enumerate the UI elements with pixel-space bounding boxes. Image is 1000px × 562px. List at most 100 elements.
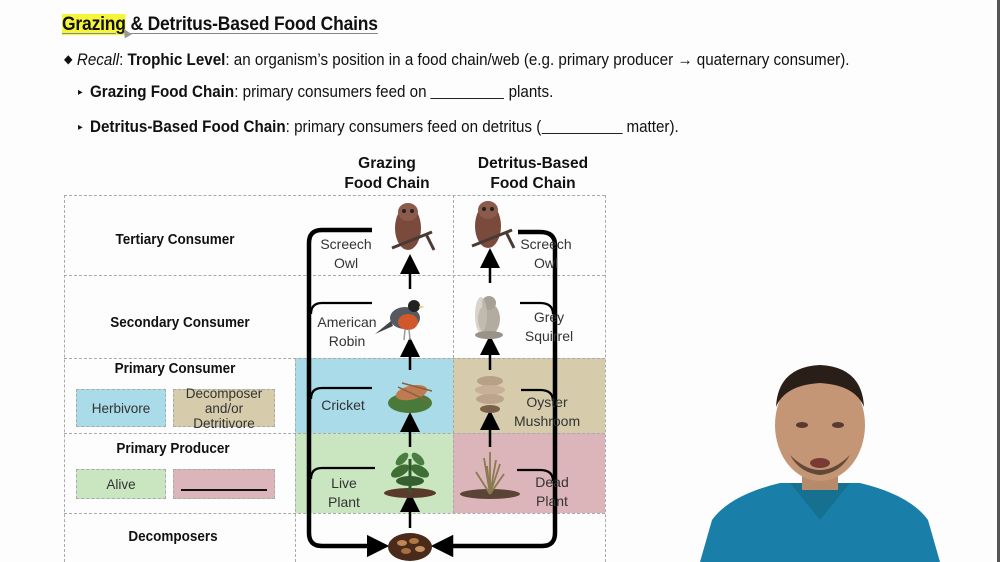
grid-line (64, 513, 605, 514)
organism-label-cricket: Cricket (318, 396, 368, 415)
bullet-icon: ▸ (78, 87, 83, 98)
bracket-tick (309, 466, 375, 480)
grid-line (64, 433, 605, 434)
organism-label-grey-squirrel: Grey Squirrel (520, 308, 578, 346)
dead-cell (453, 433, 605, 513)
detritus-text-before: : primary consumers feed on detritus ( (285, 118, 542, 136)
detritus-cycle-line (430, 229, 558, 558)
bullet-icon: ▸ (78, 122, 83, 133)
fill-in-blank (541, 121, 623, 134)
grid-line (453, 195, 454, 513)
label-line: Plant (328, 494, 360, 510)
row-label-secondary: Secondary Consumer (110, 315, 250, 331)
legend-label: and/or Detritivore (193, 400, 255, 431)
detritus-column-header: Detritus-Based Food Chain (462, 154, 604, 194)
label-line: Screech (320, 236, 372, 252)
cricket-icon (388, 382, 433, 413)
bracket-tick (521, 388, 555, 402)
owl-icon (471, 201, 516, 249)
grazing-text-after: plants. (504, 83, 554, 101)
presenter-video (700, 365, 940, 562)
grazing-bullet: ▸ Grazing Food Chain: primary consumers f… (78, 83, 553, 102)
bracket-tick (309, 301, 372, 315)
grid-line (64, 275, 605, 276)
bracket-tick (520, 301, 555, 315)
fill-in-blank (430, 86, 505, 99)
presenter-hair (776, 365, 864, 407)
grid-line (605, 195, 606, 562)
title-highlight: Grazing (62, 14, 126, 35)
organism-label-live-plant: Live Plant (318, 474, 370, 512)
label-line: Grey (533, 309, 565, 325)
grid-line (64, 195, 65, 562)
header-line: Food Chain (490, 175, 576, 192)
label-line: Squirrel (524, 328, 574, 344)
detritus-term: Detritus-Based Food Chain (89, 118, 286, 136)
slide-title: Grazing & Detritus-Based Food Chains (62, 14, 378, 36)
label-line: Live (331, 475, 357, 491)
legend-decomposer: Decomposer and/or Detritivore (173, 385, 275, 431)
organism-label-screech-owl: Screech Owl (318, 235, 374, 273)
header-line: Detritus-Based (477, 155, 589, 172)
decomposer-cell (453, 358, 605, 433)
title-rest: & Detritus-Based Food Chains (125, 14, 378, 35)
label-line: Robin (328, 333, 366, 349)
row-label-primary-consumer: Primary Consumer (114, 361, 236, 377)
header-line: Grazing (358, 155, 416, 172)
label-line: Oyster (526, 394, 568, 410)
grazing-text-before: : primary consumers feed on (234, 83, 431, 101)
label-line: Plant (536, 493, 568, 509)
legend-label: Alive (106, 476, 136, 492)
grid-line (295, 358, 296, 562)
legend-herbivore: Herbivore (76, 389, 166, 427)
grid-line (64, 195, 605, 196)
detritus-text-after: matter). (622, 118, 679, 136)
trophic-level-term: Trophic Level (127, 51, 226, 69)
mushroom-icon (475, 376, 505, 413)
diamond-bullet-icon: ◆ (64, 52, 73, 66)
detritus-bullet: ▸ Detritus-Based Food Chain: primary cons… (78, 118, 679, 137)
legend-label: Decomposer (185, 385, 263, 401)
presenter-face (775, 369, 865, 481)
label-line: Owl (333, 255, 359, 271)
bracket-tick (517, 468, 555, 482)
presenter-shirt (700, 483, 940, 562)
label-line: Owl (533, 255, 559, 271)
row-label-primary-producer: Primary Producer (116, 441, 230, 457)
header-line: Food Chain (344, 175, 430, 192)
fill-in-blank (181, 489, 267, 491)
label-line: American (317, 314, 377, 330)
legend-dead-blank (173, 469, 275, 499)
label-line: Mushroom (514, 413, 581, 429)
recall-label: Recall (76, 51, 120, 69)
recall-text: : an organism’s position in a food chain… (225, 51, 850, 69)
grazing-term: Grazing Food Chain (89, 83, 235, 101)
label-line: Cricket (321, 397, 365, 413)
dead-plant-icon (460, 452, 520, 499)
organism-label-american-robin: American Robin (316, 313, 378, 351)
legend-alive: Alive (76, 469, 166, 499)
organism-label-dead-plant: Dead Plant (524, 473, 580, 511)
window-edge (997, 0, 1000, 562)
bracket-tick (309, 386, 372, 400)
grazing-column-header: Grazing Food Chain (322, 154, 452, 194)
grazing-cycle-line (306, 227, 390, 558)
legend-label: Herbivore (91, 400, 151, 416)
decomposer-soil-icon (388, 533, 432, 561)
herbivore-cell (295, 358, 453, 433)
robin-icon (375, 300, 425, 341)
squirrel-icon (475, 296, 503, 339)
owl-icon (391, 203, 436, 251)
recall-colon: : (119, 51, 128, 69)
recall-bullet: ◆Recall: Trophic Level: an organism’s po… (64, 51, 849, 70)
organism-label-oyster-mushroom: Oyster Mushroom (514, 393, 580, 431)
label-line: Dead (535, 474, 569, 490)
grid-line (64, 358, 605, 359)
organism-label-screech-owl: Screech Owl (518, 235, 574, 273)
row-label-decomposers: Decomposers (128, 529, 218, 545)
label-line: Screech (520, 236, 572, 252)
row-label-tertiary: Tertiary Consumer (115, 232, 235, 248)
live-plant-icon (384, 452, 436, 498)
